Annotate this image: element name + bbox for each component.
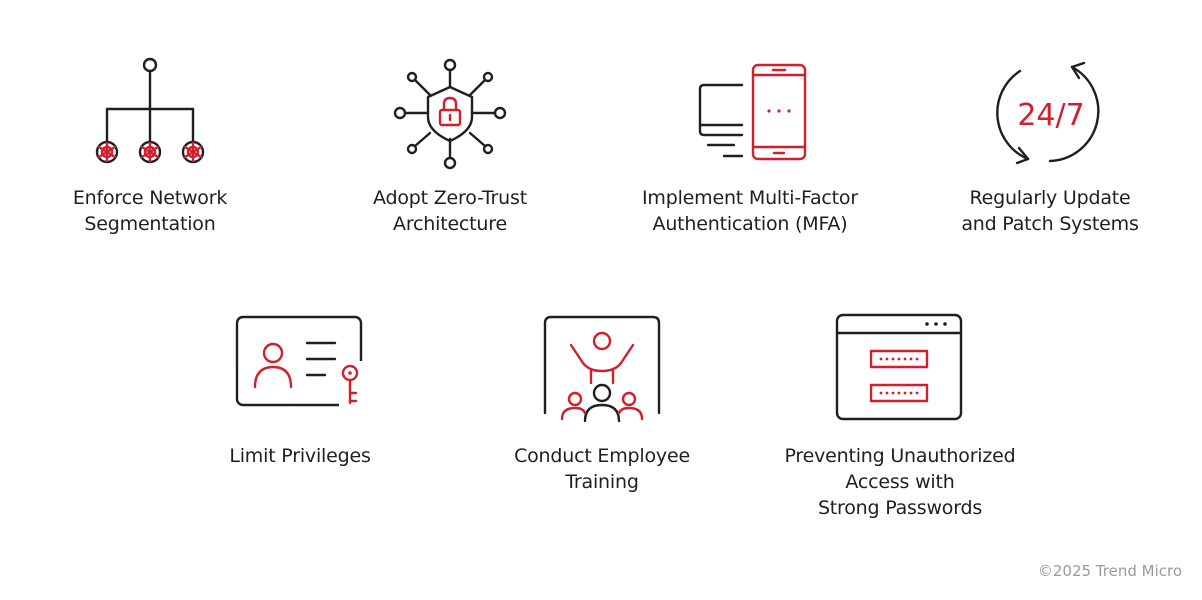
network-segmentation-icon xyxy=(95,57,205,164)
item-mfa: Implement Multi-Factor Authentication (M… xyxy=(630,55,870,237)
zero-trust-shield-icon xyxy=(393,58,507,170)
item-strong-passwords: Preventing Unauthorized Access with Stro… xyxy=(770,313,1030,521)
update-cycle-text: 24/7 xyxy=(1017,98,1084,133)
item-limit-privileges: Limit Privileges xyxy=(200,313,400,469)
item-network-segmentation: Enforce Network Segmentation xyxy=(50,55,250,237)
item-label: Enforce Network Segmentation xyxy=(72,187,228,235)
item-label: Conduct Employee Training xyxy=(514,445,690,493)
password-window-icon xyxy=(835,313,963,421)
mfa-devices-icon xyxy=(698,63,807,161)
update-cycle-icon: 24/7 xyxy=(996,61,1100,165)
item-label: Regularly Update and Patch Systems xyxy=(961,187,1139,235)
employee-training-icon xyxy=(543,315,661,423)
copyright-footer: ©2025 Trend Micro xyxy=(1037,562,1182,580)
item-label: Adopt Zero-Trust Architecture xyxy=(373,187,527,235)
item-label: Limit Privileges xyxy=(229,445,371,467)
item-zero-trust: Adopt Zero-Trust Architecture xyxy=(340,55,560,237)
item-label: Preventing Unauthorized Access with Stro… xyxy=(784,445,1016,519)
item-employee-training: Conduct Employee Training xyxy=(492,313,712,495)
item-label: Implement Multi-Factor Authentication (M… xyxy=(642,187,858,235)
item-update-patch: 24/7 Regularly Update and Patch Systems xyxy=(940,55,1160,237)
id-card-key-icon xyxy=(235,315,363,407)
